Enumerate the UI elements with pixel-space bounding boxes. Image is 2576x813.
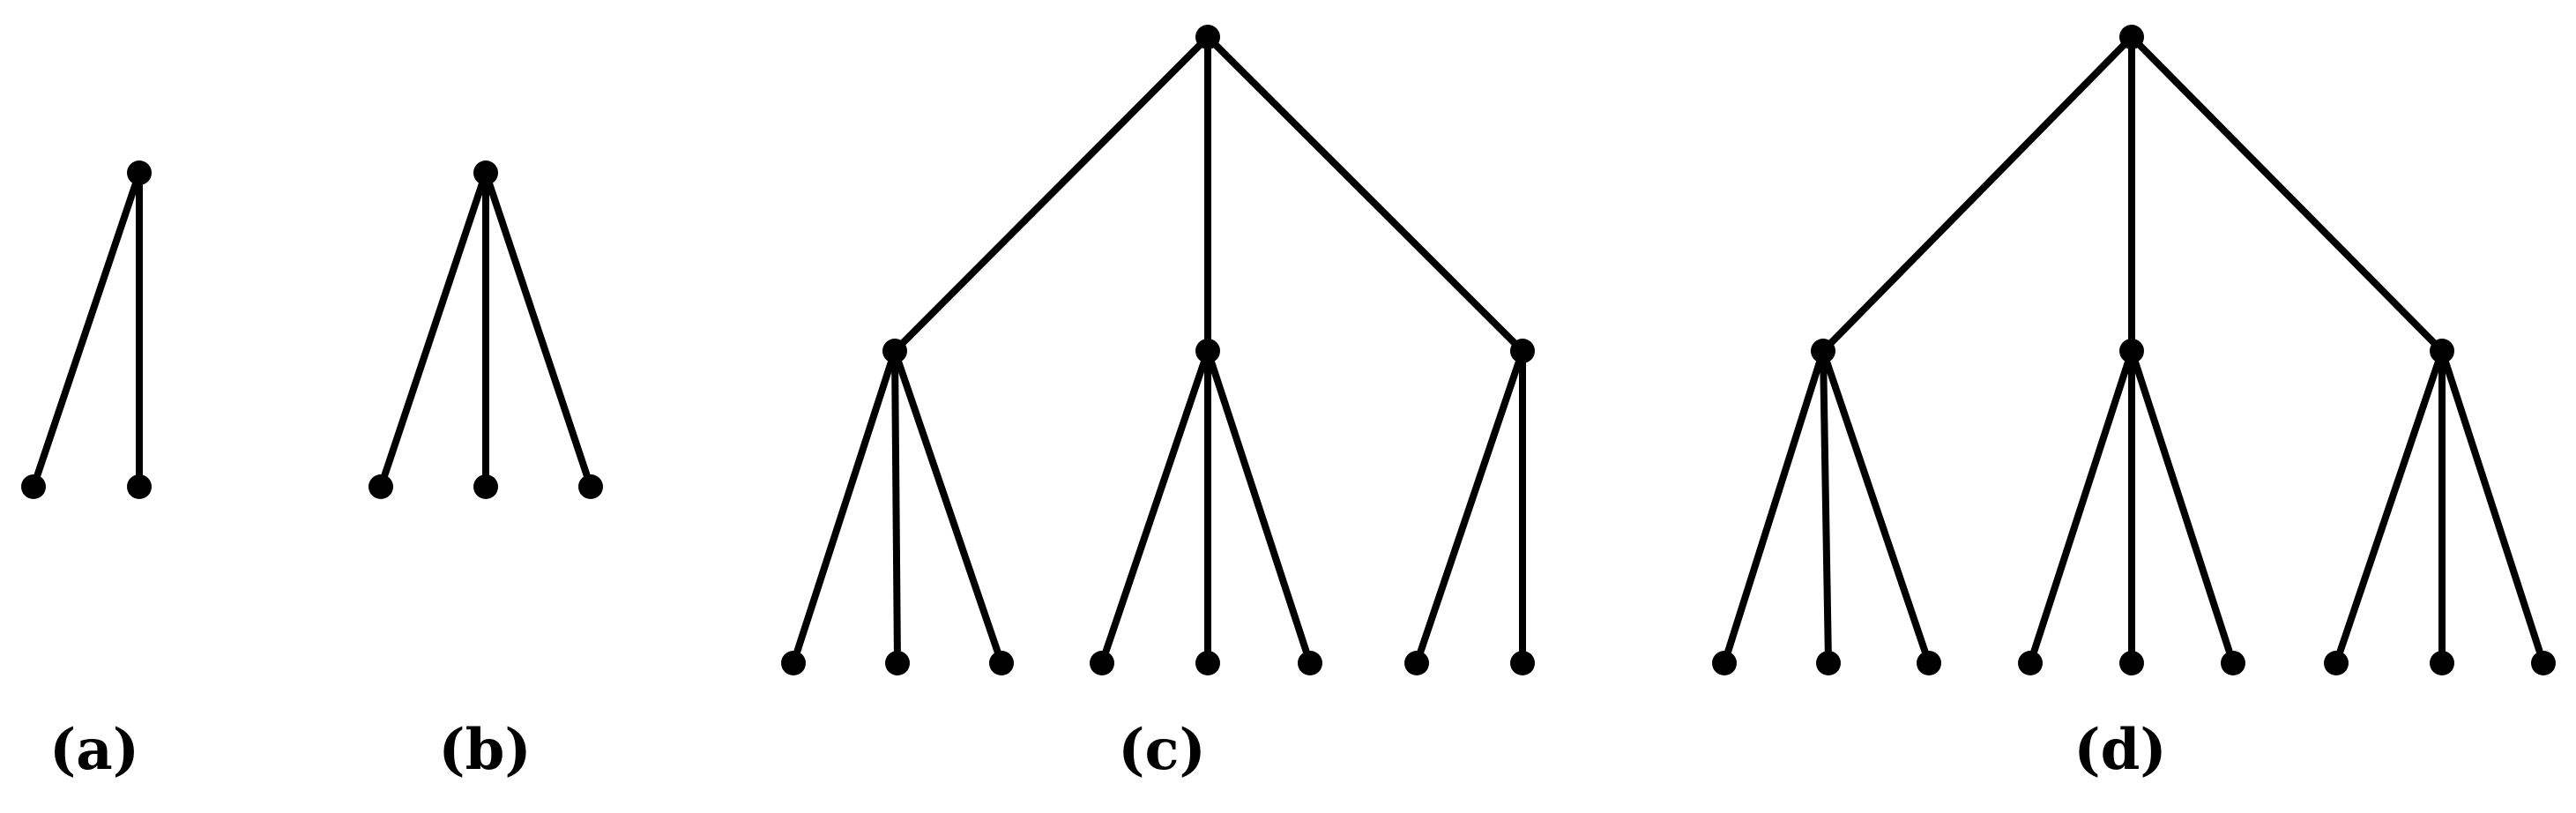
node-c-root [1195, 25, 1220, 49]
node-a-c1 [21, 474, 46, 499]
node-c-l2 [885, 651, 910, 675]
node-c-m3 [1510, 339, 1535, 363]
node-c-m1 [882, 339, 907, 363]
edge-c-m3-l7 [1413, 347, 1526, 667]
node-c-l1 [781, 651, 806, 675]
node-b-c3 [578, 474, 603, 499]
node-c-l5 [1195, 651, 1220, 675]
node-b-root [473, 160, 498, 185]
node-c-l6 [1298, 651, 1322, 675]
edge-d-m1-l2 [1820, 347, 1832, 667]
tree-d [1712, 25, 2556, 675]
tree-b [369, 160, 603, 499]
node-b-c1 [369, 474, 393, 499]
edge-b-root-c1 [377, 169, 489, 490]
edge-d-m3-l7 [2333, 347, 2446, 667]
edge-a-root-c1 [30, 169, 143, 490]
node-a-root [127, 160, 152, 185]
node-d-l4 [2018, 651, 2043, 675]
edge-d-m2-l4 [2027, 347, 2135, 667]
edge-c-root-m1 [891, 34, 1211, 354]
node-c-l3 [989, 651, 1014, 675]
edge-c-m1-l2 [891, 347, 901, 667]
node-c-l8 [1510, 651, 1535, 675]
node-d-l9 [2531, 651, 2556, 675]
node-c-l7 [1404, 651, 1429, 675]
node-b-c2 [473, 474, 498, 499]
edge-c-m1-l1 [790, 347, 898, 667]
edge-d-m1-l1 [1721, 347, 1827, 667]
edge-c-m1-l3 [891, 347, 1005, 667]
node-d-root [2119, 25, 2144, 49]
edge-d-root-m3 [2128, 34, 2446, 354]
edge-c-m2-l6 [1204, 347, 1314, 667]
tree-a [21, 160, 152, 499]
node-c-m2 [1195, 339, 1220, 363]
edge-d-m1-l3 [1820, 347, 1932, 667]
node-d-m2 [2119, 339, 2144, 363]
node-d-l8 [2430, 651, 2454, 675]
edge-c-m2-l4 [1098, 347, 1211, 667]
tree-c [781, 25, 1535, 675]
node-d-l7 [2324, 651, 2349, 675]
caption-b: (b) [438, 717, 531, 783]
caption-a: (a) [49, 717, 139, 783]
node-d-l2 [1816, 651, 1841, 675]
caption-d: (d) [2073, 717, 2166, 783]
node-d-l6 [2221, 651, 2245, 675]
edge-d-root-m1 [1820, 34, 2135, 354]
node-d-m3 [2430, 339, 2454, 363]
edge-c-root-m3 [1204, 34, 1526, 354]
edge-b-root-c3 [482, 169, 594, 490]
edge-d-m3-l9 [2438, 347, 2547, 667]
node-d-l1 [1712, 651, 1737, 675]
node-a-c2 [127, 474, 152, 499]
node-d-l5 [2119, 651, 2144, 675]
node-d-l3 [1917, 651, 1941, 675]
node-d-m1 [1811, 339, 1835, 363]
edge-d-m2-l6 [2128, 347, 2237, 667]
caption-c: (c) [1118, 717, 1206, 783]
node-c-l4 [1090, 651, 1114, 675]
